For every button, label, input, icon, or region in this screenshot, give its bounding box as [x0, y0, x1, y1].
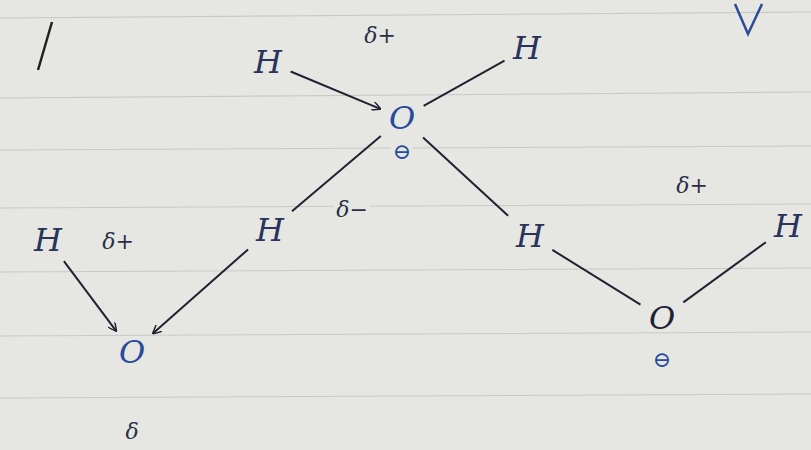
atom-symbol: H — [34, 224, 62, 256]
atom: O — [114, 334, 150, 370]
atom: H — [508, 30, 546, 66]
atom-symbol: O — [119, 336, 145, 368]
bond-line — [64, 261, 116, 331]
pen-stroke — [38, 22, 52, 70]
atom: H — [29, 222, 67, 258]
bond-line — [153, 249, 248, 333]
charge-label: δ+ — [362, 24, 398, 48]
atom-symbol: O — [389, 102, 415, 134]
pen-stroke — [735, 4, 762, 34]
bond-line — [424, 61, 505, 106]
charge-label: ⊖ — [651, 348, 673, 372]
charge-label: δ+ — [100, 230, 136, 254]
bond-line — [291, 71, 381, 108]
atom: H — [251, 212, 289, 248]
atom: H — [769, 208, 807, 244]
atom-symbol: H — [254, 46, 282, 78]
atom-symbol: H — [774, 210, 802, 242]
bond-line — [552, 250, 640, 305]
atom: H — [511, 218, 549, 254]
bond-line — [423, 137, 508, 215]
atom: O — [384, 100, 420, 136]
atom-symbol: H — [516, 220, 544, 252]
ruled-lines — [0, 12, 811, 398]
atom: O — [644, 300, 680, 336]
charge-label: δ− — [334, 198, 370, 222]
atom: H — [249, 44, 287, 80]
atom-symbol: H — [513, 32, 541, 64]
charge-label: ⊖ — [391, 140, 413, 164]
bond-line — [683, 242, 766, 302]
charge-label: δ+ — [674, 174, 710, 198]
charge-label: δ — [123, 420, 140, 444]
atom-symbol: H — [256, 214, 284, 246]
atom-symbol: O — [649, 302, 675, 334]
